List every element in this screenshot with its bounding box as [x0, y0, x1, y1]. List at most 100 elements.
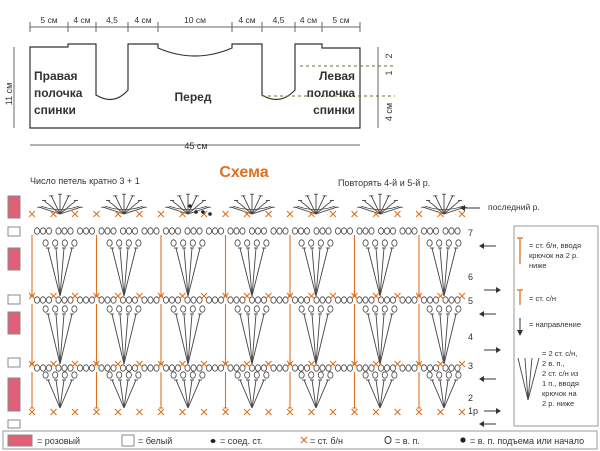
chain-loop — [420, 296, 427, 304]
big-fan-stitch — [362, 305, 398, 365]
legend-dc: = ст. с/н — [529, 294, 556, 303]
chain-loop — [260, 296, 267, 304]
chain-loop — [325, 227, 332, 235]
fan-chain-loop — [116, 239, 123, 247]
chain-loop — [448, 296, 455, 304]
fan-chain-loop — [362, 305, 369, 313]
fan-chain-loop — [71, 371, 78, 379]
fan-spoke — [187, 200, 205, 215]
chain-loop — [77, 227, 84, 235]
single-crochet-mark — [200, 360, 208, 368]
fan-spoke — [315, 206, 337, 215]
fan-chain-loop — [445, 371, 452, 379]
chain-loop — [34, 296, 41, 304]
chain-loop — [83, 364, 90, 372]
chain-loop — [77, 364, 84, 372]
big-fan-spoke — [311, 313, 317, 365]
big-fan-spoke — [183, 313, 189, 365]
chain-loop — [98, 296, 105, 304]
fan-spoke — [315, 200, 333, 215]
legend-fan-2: 2 в. п., — [542, 359, 565, 368]
top-dimension-label: 4 см — [300, 15, 317, 25]
single-crochet-mark — [265, 292, 272, 300]
single-crochet-mark — [50, 360, 57, 368]
fan-chain-loop — [180, 239, 187, 247]
bottom-legend: = розовый = белый = соед. ст. = ст. б/н … — [2, 430, 598, 450]
legend-fan-symbol — [517, 357, 540, 401]
fan-chain-loop — [106, 371, 113, 379]
big-fan-spoke — [431, 247, 445, 297]
big-fan-spoke — [439, 313, 445, 365]
chain-loop — [254, 227, 261, 235]
single-crochet-mark — [50, 210, 57, 218]
fan-spoke — [43, 200, 61, 215]
pattern-outline — [29, 43, 361, 129]
fan-chain-loop — [263, 305, 270, 313]
chain-loop — [448, 364, 455, 372]
row-number: 6 — [468, 272, 473, 282]
fan-chain-loop — [71, 305, 78, 313]
big-fan-spoke — [303, 313, 317, 365]
chain-loop — [40, 296, 47, 304]
chain-loop — [211, 296, 218, 304]
single-crochet-mark — [28, 360, 36, 368]
legend-sc: = ст. б/н — [310, 436, 343, 446]
top-fan-stitch — [293, 193, 339, 215]
turning-chain-dot — [188, 204, 192, 208]
chain-loop — [405, 296, 412, 304]
fan-spoke — [379, 195, 390, 215]
fan-chain-loop — [327, 305, 334, 313]
side-legend: = ст. б/н, вводя крючок на 2 р. ниже = с… — [513, 225, 599, 427]
single-crochet-mark — [200, 210, 208, 218]
chain-loop — [260, 227, 267, 235]
chain-loop — [389, 227, 396, 235]
big-fan-spoke — [367, 313, 381, 365]
chain-loop — [420, 227, 427, 235]
single-crochet-mark — [28, 292, 36, 300]
fan-chain-loop — [317, 239, 324, 247]
top-dimension-label: 4,5 — [273, 15, 285, 25]
top-fan-stitch — [229, 193, 275, 215]
single-crochet-mark — [157, 408, 165, 416]
last-row-label: последний р. — [488, 202, 540, 212]
fan-chain-loop — [199, 305, 206, 313]
single-crochet-mark — [372, 210, 380, 218]
big-fan-stitch — [426, 371, 462, 409]
fan-chain-loop — [61, 305, 68, 313]
big-fan-spoke — [375, 313, 381, 365]
label-right-back-1: Правая — [34, 69, 78, 83]
single-crochet-mark — [437, 210, 444, 218]
fan-chain-loop — [116, 371, 123, 379]
fan-chain-loop — [253, 305, 260, 313]
fan-chain-loop — [170, 371, 177, 379]
chain-loop — [254, 364, 261, 372]
chain-loop — [313, 296, 320, 304]
chain-loop — [313, 227, 320, 235]
fan-spoke — [123, 195, 134, 215]
chain-loop — [67, 364, 74, 372]
chain-loop — [110, 227, 117, 235]
big-fan-spoke — [443, 379, 449, 409]
fan-chain-loop — [372, 305, 379, 313]
chain-loop — [405, 364, 412, 372]
fan-chain-loop — [189, 239, 196, 247]
single-crochet-mark — [265, 360, 272, 368]
chain-loop — [98, 227, 105, 235]
chain-loop — [196, 227, 203, 235]
chain-loop — [325, 364, 332, 372]
chain-loop — [46, 364, 53, 372]
fan-chain-loop — [61, 371, 68, 379]
top-dimension-label: 5 см — [40, 15, 57, 25]
chain-loop — [248, 296, 255, 304]
chain-loop — [346, 364, 353, 372]
chain-loop — [340, 296, 347, 304]
single-crochet-mark — [458, 408, 466, 416]
fan-chain-loop — [180, 305, 187, 313]
top-dimension-label: 10 см — [184, 15, 206, 25]
single-crochet-mark — [114, 408, 122, 416]
chain-loop — [313, 364, 320, 372]
big-fan-spoke — [123, 247, 129, 297]
single-crochet-mark — [394, 292, 401, 300]
big-fan-spoke — [379, 379, 393, 409]
big-fan-spoke — [251, 379, 265, 409]
